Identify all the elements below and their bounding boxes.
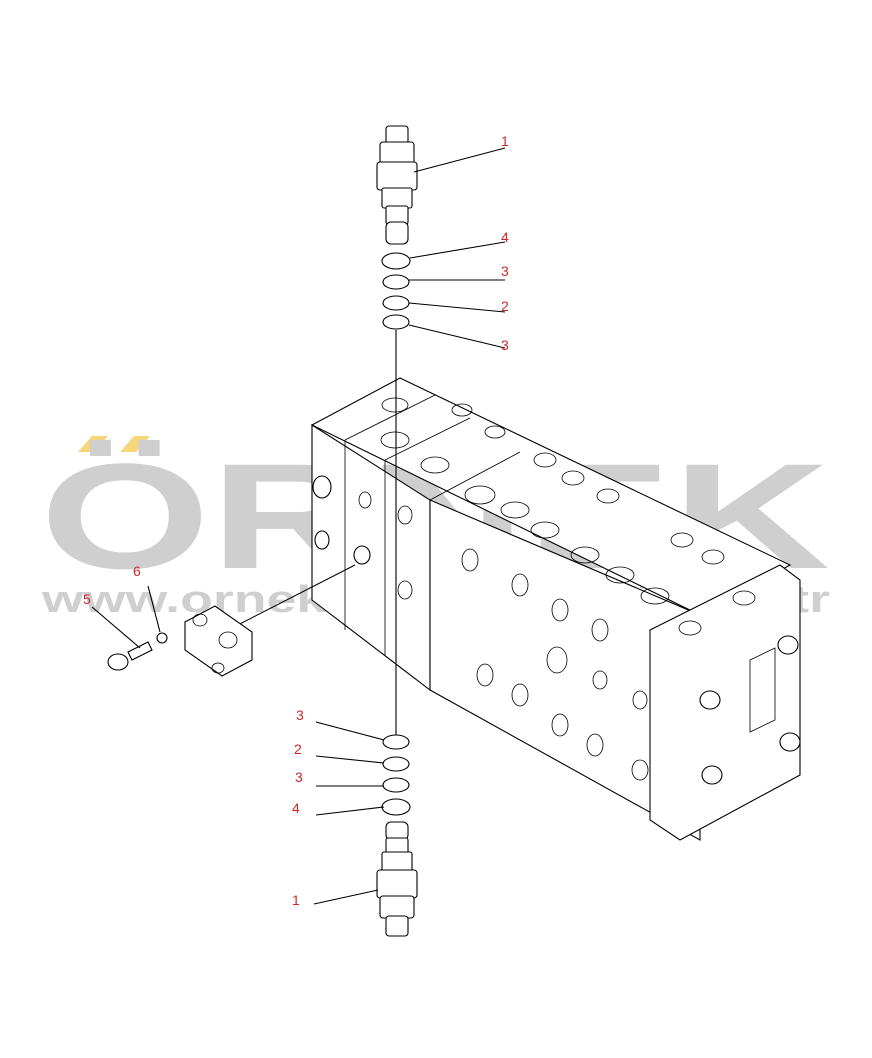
bottom-o-ring-4 — [381, 798, 411, 816]
bottom-relief-valve — [376, 821, 418, 937]
top-o-ring-4 — [381, 252, 411, 270]
callout-bottom-ring-d: 4 — [292, 800, 300, 816]
callout-top-ring-c: 2 — [501, 298, 509, 314]
front-holes — [358, 491, 649, 781]
top-o-ring-2 — [382, 295, 410, 311]
callout-top-ring-b: 3 — [501, 263, 509, 279]
callouts: 1 4 3 2 3 5 6 3 2 3 4 1 — [83, 133, 509, 908]
callout-bottom-ring-b: 2 — [294, 741, 302, 757]
top-ports — [380, 397, 756, 636]
bottom-o-ring-3a — [382, 734, 410, 750]
top-relief-valve — [376, 125, 418, 245]
valve-block-end-cap — [649, 564, 801, 841]
top-o-ring-3a — [382, 274, 410, 290]
side-axis-line — [227, 564, 356, 631]
callout-left-washer: 6 — [133, 563, 141, 579]
callout-top-ring-d: 3 — [501, 337, 509, 353]
top-o-ring-3b — [382, 314, 410, 330]
callout-top-valve: 1 — [501, 133, 509, 149]
callout-bottom-valve: 1 — [292, 892, 300, 908]
callout-bottom-ring-c: 3 — [295, 769, 303, 785]
leader-lines — [91, 147, 506, 905]
washer — [156, 632, 168, 644]
bottom-o-ring-2 — [382, 756, 410, 772]
callout-top-ring-a: 4 — [501, 229, 509, 245]
callout-left-bolt: 5 — [83, 591, 91, 607]
bolt — [107, 641, 153, 671]
end-cap-bolts — [699, 635, 801, 785]
valve-block — [310, 377, 801, 841]
bottom-o-ring-3b — [382, 777, 410, 793]
valve-block-front-face — [429, 499, 701, 841]
watermark-accent-right — [120, 436, 150, 452]
callout-bottom-ring-a: 3 — [296, 707, 304, 723]
side-cover — [184, 605, 253, 677]
watermark-accent-left — [78, 436, 108, 452]
